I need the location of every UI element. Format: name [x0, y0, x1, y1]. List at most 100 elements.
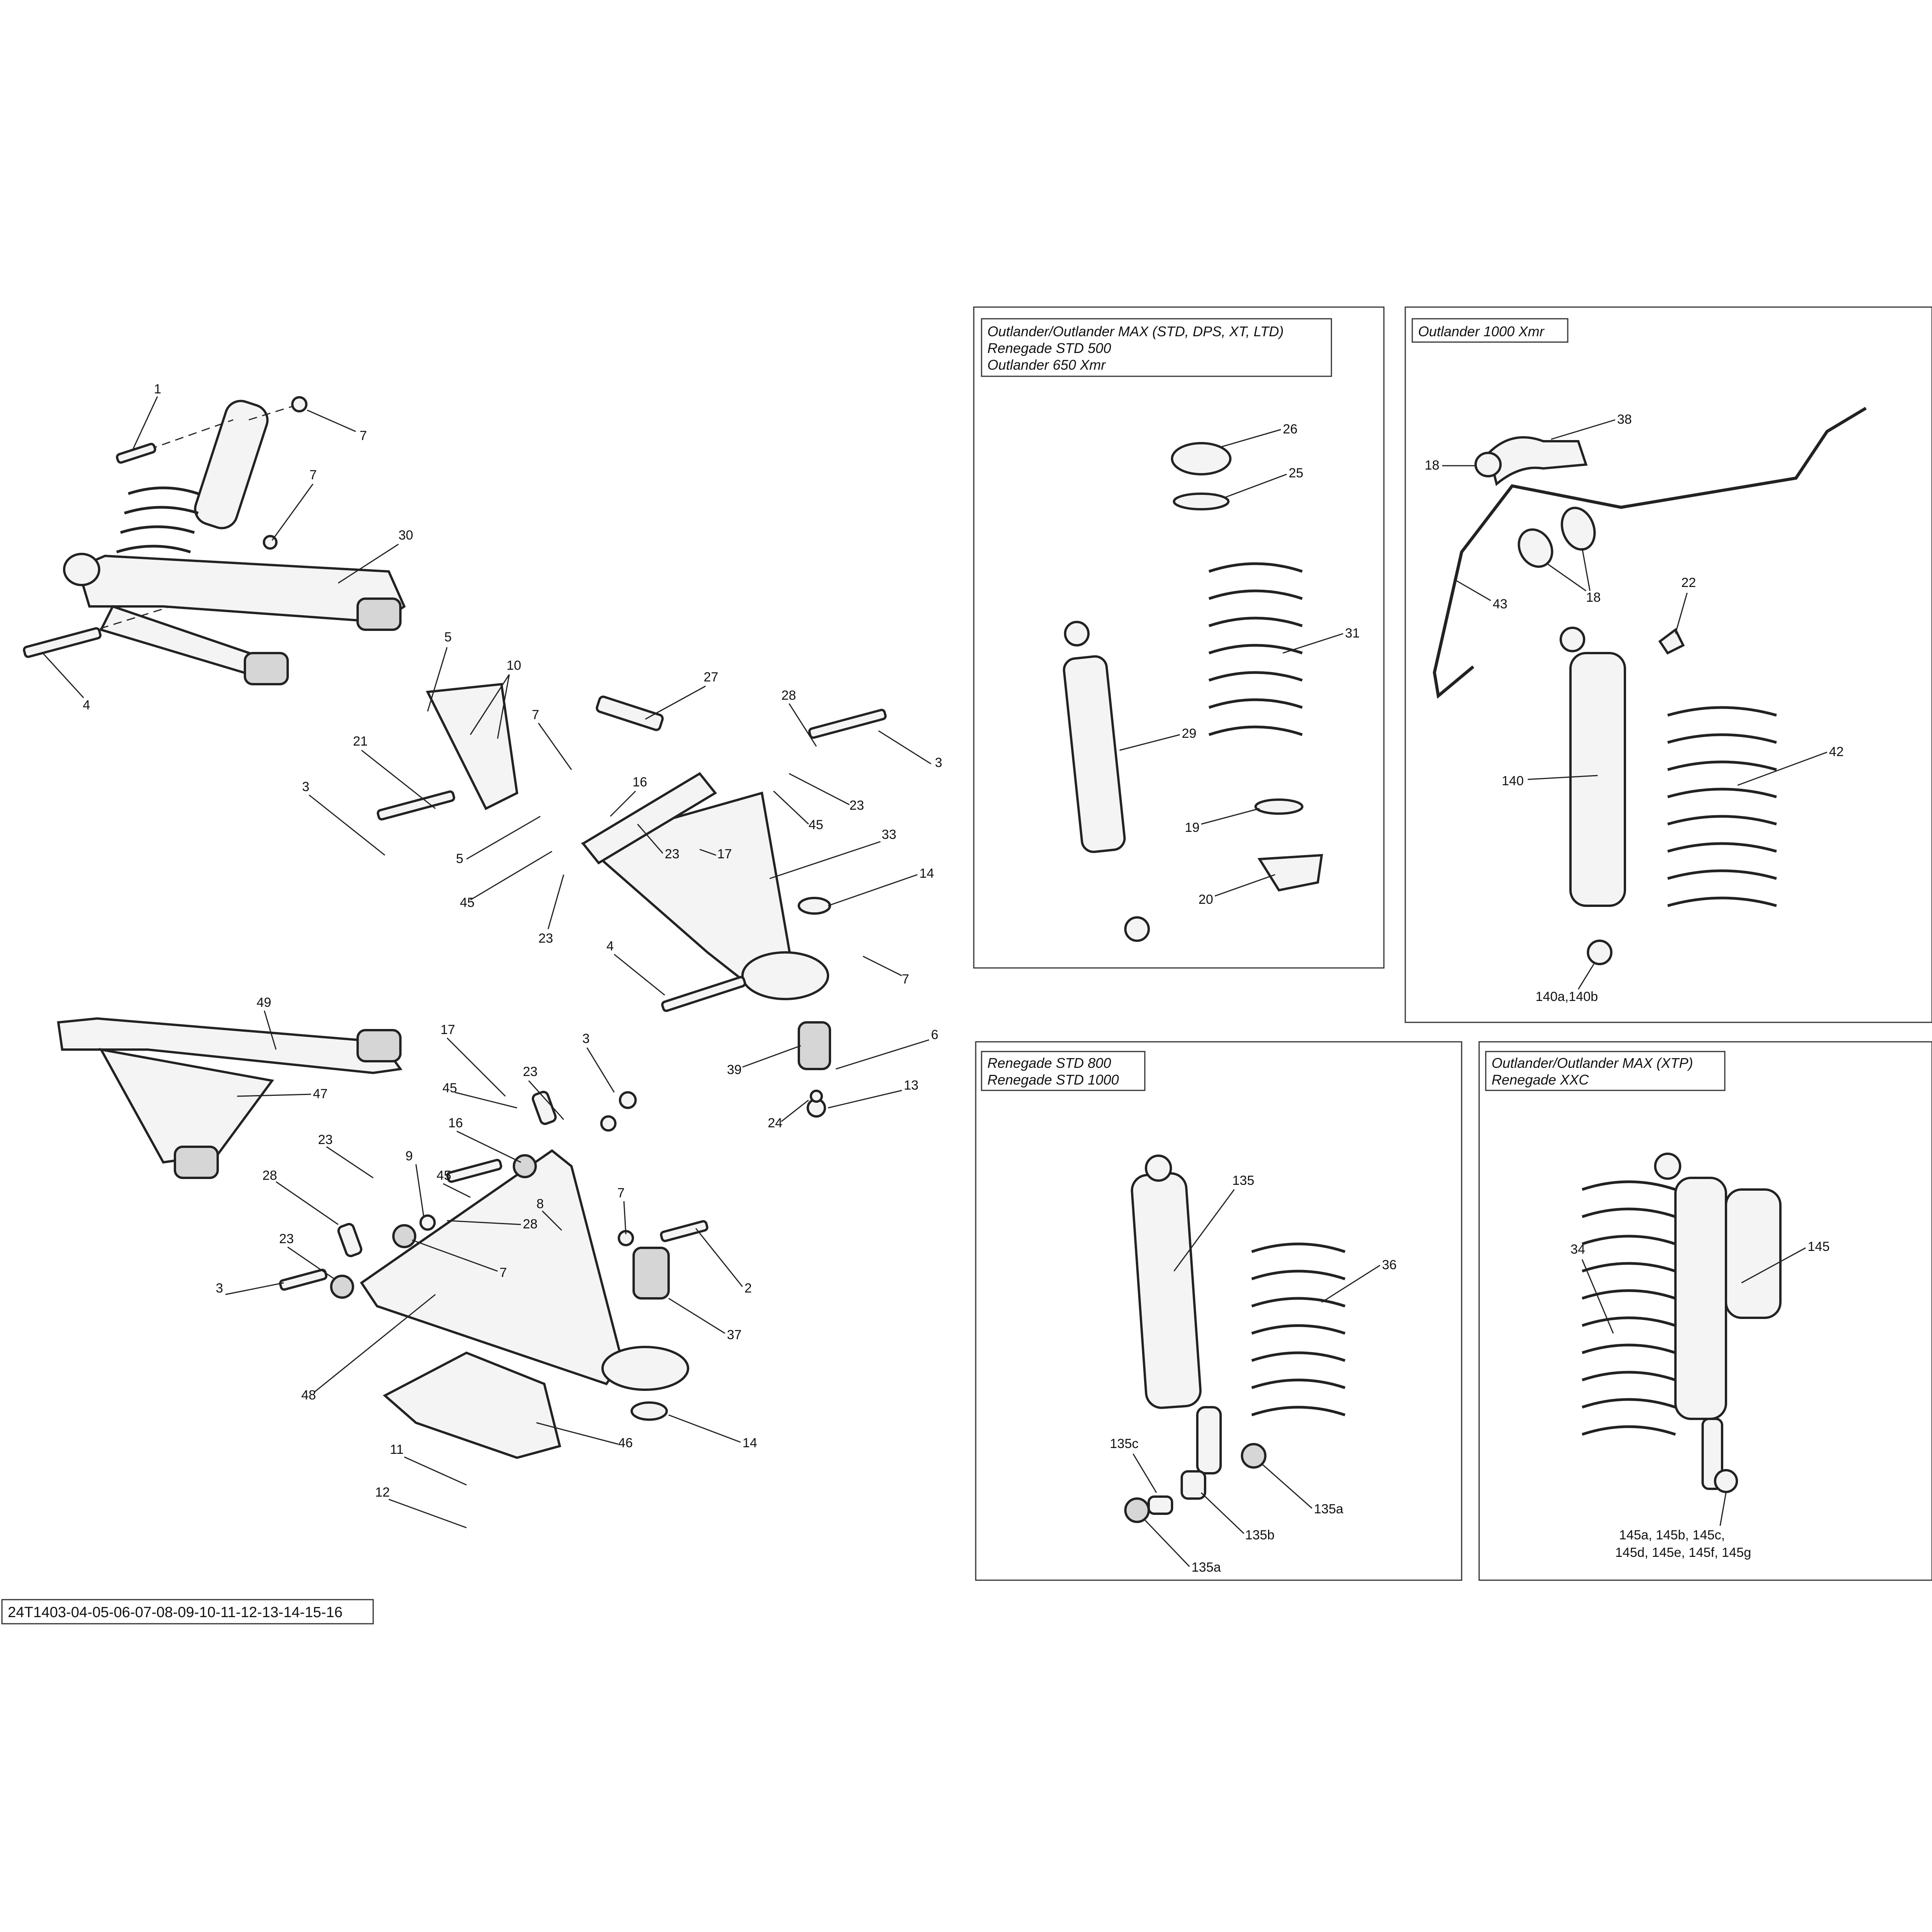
leader-line	[699, 849, 716, 856]
lower-left-arm-assembly	[57, 1017, 403, 1179]
leader-line	[404, 1456, 467, 1486]
callout: 22	[1681, 575, 1696, 590]
shock-145-reservoir	[1725, 1188, 1782, 1319]
callout: 3	[302, 779, 309, 794]
ball-joint-top	[63, 553, 100, 586]
leader-line	[361, 749, 436, 809]
callout: 30	[398, 528, 413, 543]
callout: 23	[279, 1232, 294, 1246]
bushing-135a-right	[1241, 1443, 1266, 1469]
panel-1-parts	[1063, 442, 1323, 942]
bolt-1	[116, 443, 156, 464]
lower-a-arm-48	[360, 1149, 624, 1385]
callout: 135c	[1110, 1436, 1139, 1451]
callout: 3	[582, 1031, 590, 1046]
leader-line	[542, 1210, 562, 1231]
leader-line	[287, 1246, 335, 1280]
callout: 48	[301, 1388, 316, 1403]
leader-line	[443, 1183, 471, 1198]
leader-line	[1321, 1265, 1380, 1303]
shock-absorber-135	[1130, 1172, 1202, 1409]
panel-2-title-line-1: Outlander 1000 Xmr	[1418, 323, 1545, 339]
leader-line	[470, 674, 510, 735]
leader-line	[1200, 1492, 1245, 1534]
panel-3: Renegade STD 800 Renegade STD 1000	[975, 1041, 1462, 1581]
leader-line	[388, 1499, 467, 1528]
leader-line	[271, 484, 314, 541]
fitting-22	[1658, 628, 1685, 655]
spring-31	[1208, 562, 1303, 736]
shock-135-rod	[1196, 1406, 1222, 1474]
spring-retainer-25	[1173, 493, 1230, 510]
callout: 10	[507, 658, 521, 673]
leader-line	[668, 1298, 725, 1334]
snap-ring-14-top	[798, 897, 831, 915]
callouts-panel-2: 38 18 18 43 22 140 42 140a,140b	[1425, 412, 1844, 1004]
callout: 17	[717, 847, 732, 861]
leader-line	[614, 954, 665, 996]
leader-line	[1719, 1492, 1727, 1526]
leader-line	[42, 652, 84, 699]
callout: 7	[309, 468, 317, 482]
hose-38	[1487, 436, 1588, 486]
callout: 16	[632, 775, 647, 790]
arm-49-bushing-rear	[356, 1029, 402, 1062]
leader-line	[446, 1037, 506, 1097]
spacer-135c	[1148, 1495, 1173, 1515]
callout: 4	[83, 698, 90, 713]
spring-seat-26	[1171, 442, 1232, 475]
leader-line	[1581, 1259, 1614, 1334]
panel-4-frame	[1478, 1041, 1932, 1581]
callout: 6	[931, 1027, 938, 1042]
callouts-panel-3: 135 36 135c 135a 135b 135a	[1110, 1173, 1397, 1575]
panel-4-parts	[1581, 1153, 1782, 1493]
washer-28-upper	[600, 1115, 617, 1132]
washer-7-top	[291, 396, 307, 412]
leader-line	[538, 723, 572, 770]
leader-line	[309, 794, 385, 856]
panel-1: Outlander/Outlander MAX (STD, DPS, XT, L…	[973, 306, 1385, 969]
callout: 23	[849, 798, 864, 813]
callout: 42	[1829, 744, 1844, 759]
callout: 28	[523, 1217, 538, 1232]
callout: 24	[768, 1116, 783, 1130]
leader-line	[828, 1090, 902, 1109]
callout: 23	[523, 1064, 538, 1079]
leader-line	[1201, 808, 1260, 825]
sleeve-135b	[1181, 1470, 1206, 1500]
leader-line	[1547, 563, 1586, 592]
leader-line	[412, 1239, 498, 1272]
spring-guide-19	[1254, 798, 1303, 815]
diagram-code: 24T1403-04-05-06-07-08-09-10-11-12-13-14…	[8, 1604, 342, 1621]
bolt-4-center	[661, 976, 746, 1012]
callout: 29	[1182, 726, 1197, 741]
callout: 135a	[1191, 1560, 1221, 1575]
panel-4: Outlander/Outlander MAX (XTP) Renegade X…	[1478, 1041, 1932, 1581]
callout: 23	[318, 1132, 333, 1147]
leader-line	[307, 409, 356, 432]
callout: 14	[742, 1436, 757, 1450]
leader-line	[623, 1201, 627, 1235]
bolt-3-mid	[446, 1159, 502, 1183]
callout: 36	[1382, 1258, 1397, 1272]
callout: 135a	[1314, 1502, 1343, 1516]
lower-center-arm-assembly	[279, 1090, 709, 1459]
spring-seat-20	[1257, 854, 1323, 892]
callout: 140	[1502, 774, 1524, 788]
leader-line	[788, 703, 817, 747]
leader-line	[536, 1422, 618, 1445]
callout: 20	[1198, 892, 1213, 907]
callout: 145	[1808, 1239, 1830, 1254]
leader-line	[610, 790, 636, 817]
bushing-135a-left	[1124, 1497, 1150, 1523]
sleeve-45-lower	[337, 1223, 363, 1258]
panel-3-frame	[975, 1041, 1462, 1581]
panel-1-title-line-1: Outlander/Outlander MAX (STD, DPS, XT, L…	[987, 323, 1284, 339]
leader-line	[338, 543, 399, 584]
callout: 39	[727, 1062, 742, 1077]
leader-line	[1675, 592, 1688, 634]
spring-42	[1667, 706, 1777, 907]
leader-line	[1741, 1247, 1806, 1284]
leader-line	[1119, 734, 1180, 751]
